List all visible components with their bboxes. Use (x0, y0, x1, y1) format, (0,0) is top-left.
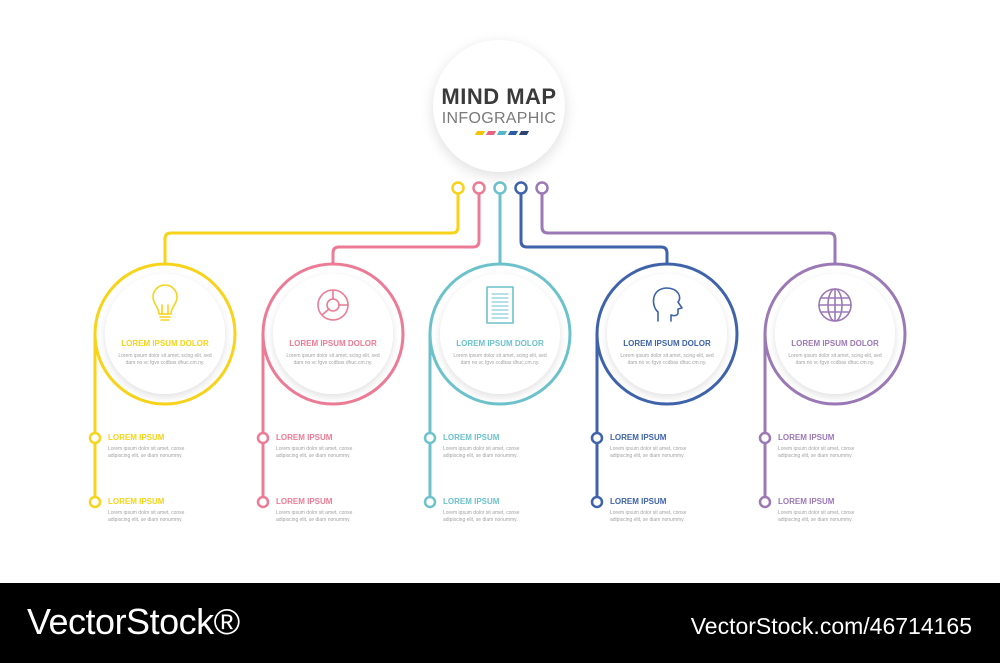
hub-dot-1 (451, 181, 465, 195)
document-icon (486, 286, 514, 324)
node-label-1: LOREM IPSUM DOLOR (121, 339, 209, 348)
stripe-3 (496, 131, 508, 135)
hub-color-stripes (474, 131, 530, 137)
branch-text-4-1: Lorem ipsum dolor sit amet, conse adipis… (610, 446, 687, 459)
branch-text-4-2: Lorem ipsum dolor sit amet, conse adipis… (610, 510, 687, 523)
node-text-4: Lorem ipsum dolor sit amet, scing elit, … (620, 353, 714, 366)
globe-icon (818, 288, 852, 322)
lightbulb-icon (152, 284, 178, 321)
branch-label-5-1: LOREM IPSUM (778, 433, 835, 442)
node-label-5: LOREM IPSUM DOLOR (791, 339, 879, 348)
pie-chart-icon (317, 289, 349, 321)
connector-2 (331, 194, 481, 264)
branch-text-3-1: Lorem ipsum dolor sit amet, conse adipis… (443, 446, 520, 459)
hub-dot-3 (493, 181, 507, 195)
node-label-2: LOREM IPSUM DOLOR (289, 339, 377, 348)
branch-label-4-2: LOREM IPSUM (610, 497, 667, 506)
hub-dot-5 (535, 181, 549, 195)
branch-text-3-2: Lorem ipsum dolor sit amet, conse adipis… (443, 510, 520, 523)
branch-text-5-1: Lorem ipsum dolor sit amet, conse adipis… (778, 446, 855, 459)
stripe-1 (474, 131, 486, 135)
node-group-5 (535, 181, 907, 509)
node-disc-5 (775, 274, 895, 394)
stripe-5 (518, 131, 530, 135)
branch-label-1-1: LOREM IPSUM (108, 433, 165, 442)
node-text-1: Lorem ipsum dolor sit amet, scing elit, … (118, 353, 212, 366)
connector-lines (88, 181, 907, 509)
branch-label-3-1: LOREM IPSUM (443, 433, 500, 442)
branch-label-2-1: LOREM IPSUM (276, 433, 333, 442)
connector-5 (540, 194, 837, 264)
node-text-3: Lorem ipsum dolor sit amet, scing elit, … (453, 353, 547, 366)
hub-title: MIND MAP (441, 84, 557, 109)
node-label-4: LOREM IPSUM DOLOR (623, 339, 711, 348)
branch-label-1-2: LOREM IPSUM (108, 497, 165, 506)
branch-dot-3-1 (423, 431, 437, 445)
branch-text-1-1: Lorem ipsum dolor sit amet, conse adipis… (108, 446, 185, 459)
head-profile-icon (652, 287, 683, 322)
branch-dot-5-2 (758, 495, 772, 509)
branch-text-2-2: Lorem ipsum dolor sit amet, conse adipis… (276, 510, 353, 523)
node-text-2: Lorem ipsum dolor sit amet, scing elit, … (286, 353, 380, 366)
branch-label-4-1: LOREM IPSUM (610, 433, 667, 442)
hub-dot-2 (472, 181, 486, 195)
node-label-3: LOREM IPSUM DOLOR (456, 339, 544, 348)
node-text-5: Lorem ipsum dolor sit amet, scing elit, … (788, 353, 882, 366)
branch-dot-4-2 (590, 495, 604, 509)
connector-4 (519, 194, 669, 264)
brand-logo: VectorStock® (27, 601, 240, 642)
hub-subtitle: INFOGRAPHIC (441, 110, 557, 127)
branch-text-5-2: Lorem ipsum dolor sit amet, conse adipis… (778, 510, 855, 523)
connector-1 (163, 194, 460, 264)
branch-label-2-2: LOREM IPSUM (276, 497, 333, 506)
node-disc-3 (440, 274, 560, 394)
branch-label-5-2: LOREM IPSUM (778, 497, 835, 506)
branch-dot-2-2 (256, 495, 270, 509)
hub-dot-4 (514, 181, 528, 195)
branch-text-1-2: Lorem ipsum dolor sit amet, conse adipis… (108, 510, 185, 523)
node-group-4 (514, 181, 739, 509)
infographic-canvas: MIND MAP INFOGRAPHIC LOREM IPSUM DOLOR Lo… (88, 40, 907, 523)
node-disc-2 (273, 274, 393, 394)
node-group-1 (88, 181, 465, 509)
footer-bar: VectorStock® VectorStock.com/46714165 (0, 583, 1000, 663)
branch-text-2-1: Lorem ipsum dolor sit amet, conse adipis… (276, 446, 353, 459)
branch-dot-1-2 (88, 495, 102, 509)
stock-id: VectorStock.com/46714165 (690, 613, 972, 639)
node-group-2 (256, 181, 486, 509)
stripe-2 (485, 131, 497, 135)
branch-dot-2-1 (256, 431, 270, 445)
branch-dot-5-1 (758, 431, 772, 445)
branch-label-3-2: LOREM IPSUM (443, 497, 500, 506)
branch-dot-4-1 (590, 431, 604, 445)
node-group-3 (423, 181, 572, 509)
node-disc-4 (607, 274, 727, 394)
stripe-4 (507, 131, 519, 135)
branch-dot-3-2 (423, 495, 437, 509)
branch-dot-1-1 (88, 431, 102, 445)
central-hub: MIND MAP INFOGRAPHIC (433, 40, 565, 172)
node-disc-1 (105, 274, 225, 394)
